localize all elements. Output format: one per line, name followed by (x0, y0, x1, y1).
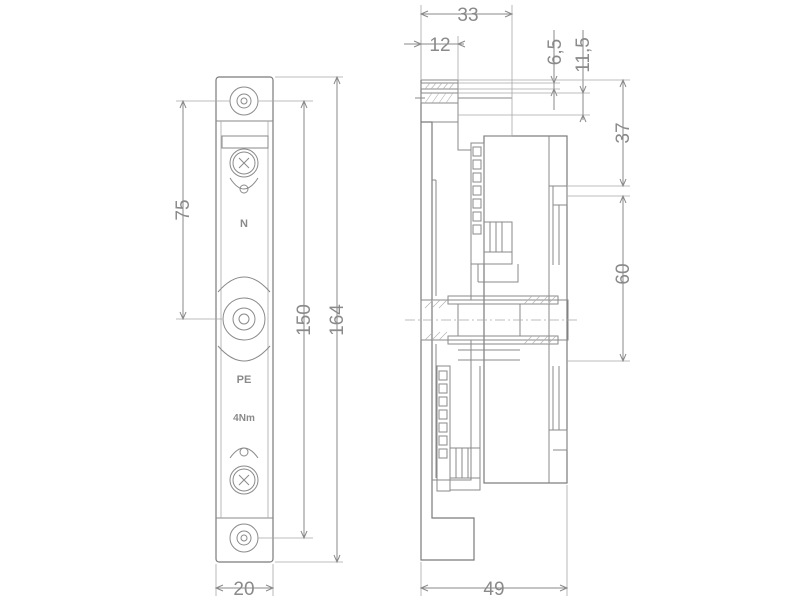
dimension-12: 12 (404, 35, 466, 80)
dimension-75: 75 (173, 99, 230, 321)
upper-terminal-block (470, 142, 519, 283)
central-threaded-bushing (405, 295, 578, 361)
dim-60-text: 60 (613, 263, 634, 284)
dim-150-text: 150 (294, 304, 315, 336)
lower-terminal-block (436, 365, 481, 492)
dimension-11-5: 11,5 (458, 30, 594, 123)
side-view: 33 12 6,5 11,5 (404, 5, 634, 600)
neutral-label: N (240, 218, 248, 230)
dimension-37: 37 (458, 78, 634, 188)
dim-75-text: 75 (173, 199, 194, 220)
dimension-150: 150 (258, 99, 315, 540)
pe-terminal-screw-icon (229, 447, 259, 495)
bottom-mounting-hole (229, 523, 259, 553)
dimension-20: 20 (214, 564, 275, 600)
front-body-outline (215, 76, 274, 563)
n-terminal-screw-icon (229, 148, 259, 194)
dim-49-text: 49 (483, 579, 504, 600)
dimension-33: 33 (419, 5, 514, 136)
center-mounting-hole (217, 276, 271, 362)
dimension-60: 60 (567, 194, 634, 363)
pe-label: PE (237, 374, 252, 386)
side-front-body (483, 135, 568, 484)
dim-6-5-text: 6,5 (545, 39, 566, 65)
dim-12-text: 12 (429, 35, 450, 56)
top-mounting-hole (229, 86, 259, 116)
dim-11-5-text: 11,5 (573, 37, 594, 73)
dimension-49: 49 (419, 485, 569, 600)
front-view: N PE 4Nm (173, 75, 348, 600)
dimension-6-5: 6,5 (458, 30, 566, 110)
dim-33-text: 33 (457, 5, 478, 26)
torque-label: 4Nm (233, 413, 255, 424)
dim-164-text: 164 (327, 304, 348, 336)
dim-20-text: 20 (233, 579, 254, 600)
dimension-164: 164 (275, 75, 348, 564)
dim-37-text: 37 (613, 122, 634, 143)
